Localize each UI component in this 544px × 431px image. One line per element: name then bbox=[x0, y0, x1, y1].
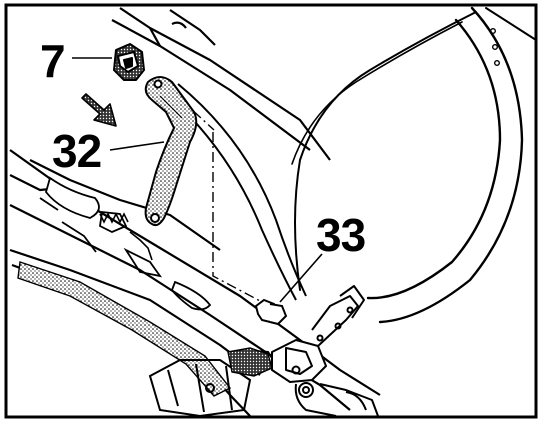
rail-cutouts bbox=[39, 176, 212, 311]
callout-label-32: 32 bbox=[52, 125, 102, 177]
trim-panel-part-32 bbox=[144, 76, 198, 227]
callout-label-7: 7 bbox=[40, 35, 66, 87]
callout-label-33: 33 bbox=[316, 209, 366, 261]
leader-line-33 bbox=[279, 253, 323, 303]
leader-line-32 bbox=[109, 141, 165, 151]
figure-frame bbox=[4, 3, 538, 419]
hinge-assembly bbox=[271, 285, 379, 417]
body-pillar bbox=[291, 6, 537, 324]
rail-notches bbox=[99, 212, 153, 261]
direction-arrow bbox=[81, 93, 117, 127]
rail-hatched-section bbox=[17, 261, 232, 397]
clip-part-7 bbox=[113, 43, 145, 81]
top-crossmember bbox=[111, 7, 331, 161]
alignment-lines bbox=[163, 83, 263, 303]
clip-part-33 bbox=[254, 298, 288, 326]
